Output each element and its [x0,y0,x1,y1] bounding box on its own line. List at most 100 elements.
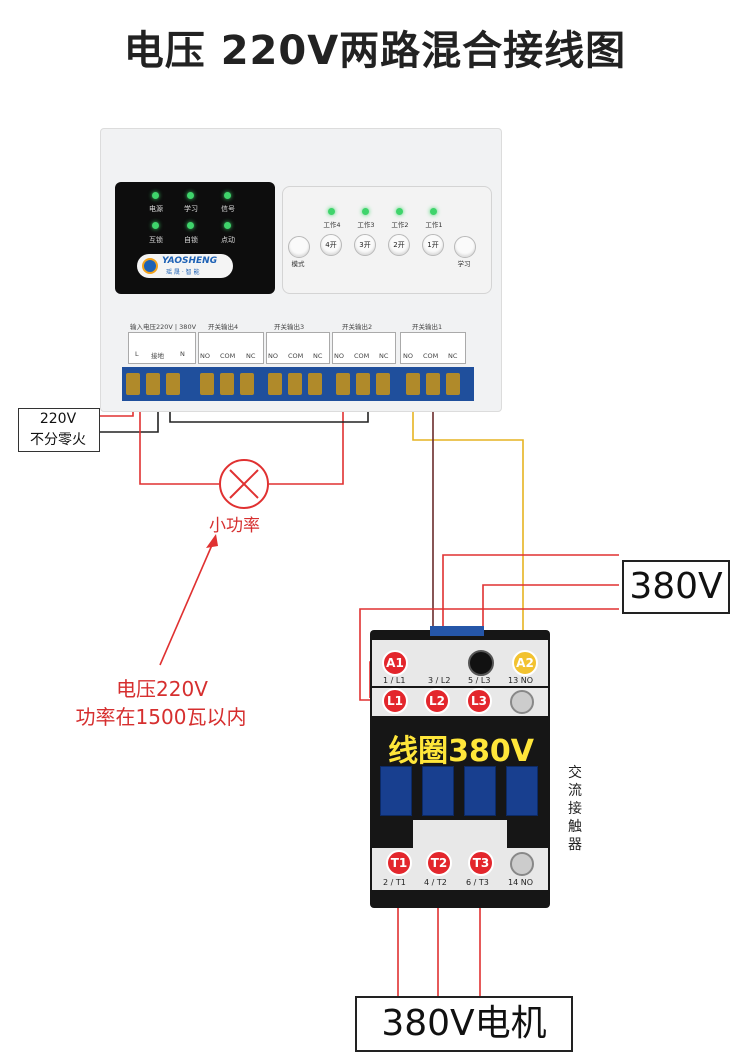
contactor-window [464,766,496,816]
terminal-screw-black [468,650,494,676]
terminal-l: L [135,350,139,358]
terminal-a2: A2 [512,650,538,676]
terminal-screw [146,373,160,395]
supply-note: 不分零火 [30,432,86,448]
terminal-no: NO [403,352,413,360]
terminal-l3: L3 [466,688,492,714]
switch-4-button[interactable]: 4开 [320,234,342,256]
terminal-no: NO [334,352,344,360]
brand-name: YAOSHENG [162,256,218,266]
terminal-com: COM [288,352,304,360]
supply-voltage: 220V [39,411,77,427]
terminal-screw-14no [510,852,534,876]
led-power [152,192,159,199]
note-voltage: 电压220V [116,677,208,701]
terminal-label: 6 / T3 [466,878,489,887]
led-label: 自锁 [184,236,198,244]
contactor-window [506,766,538,816]
terminal-screw [308,373,322,395]
supply-380-label: 380V [622,560,730,614]
led-work4 [328,208,335,215]
learn-button-label: 学习 [457,260,471,268]
terminal-nc: NC [379,352,389,360]
terminal-group-label: 开关输出2 [342,323,373,331]
terminal-l2: L2 [424,688,450,714]
terminal-t2: T2 [426,850,452,876]
led-signal [224,192,231,199]
terminal-label: 5 / L3 [468,676,491,685]
terminal-screw [446,373,460,395]
terminal-screw [220,373,234,395]
contactor-window [380,766,412,816]
terminal-screw [268,373,282,395]
led-label: 互锁 [149,236,163,244]
lamp-label: 小功率 [209,516,260,536]
led-selflock [187,222,194,229]
terminal-label: 1 / L1 [383,676,406,685]
led-label: 学习 [184,205,198,213]
terminal-label: 3 / L2 [428,676,451,685]
terminal-n: N [180,350,185,358]
contactor-nameplate [430,626,484,636]
control-wire-yellow [412,398,524,640]
learn-button[interactable] [454,236,476,258]
terminal-label: 13 NO [508,676,534,685]
terminal-screw [240,373,254,395]
terminal-group-label: 输入电压220V | 380V [130,323,197,331]
terminal-screw [166,373,180,395]
terminal-label: 2 / T1 [383,878,406,887]
terminal-t1: T1 [386,850,412,876]
led-inching [224,222,231,229]
terminal-group-label: 开关输出4 [208,323,239,331]
terminal-a1: A1 [382,650,408,676]
led-learn [187,192,194,199]
supply-label-box [18,408,100,452]
input-terminal-box [128,332,196,364]
lamp-wire-right [269,395,344,485]
lamp-wire-left [139,395,219,485]
note-arrow-head [206,534,218,548]
led-label: 电源 [149,205,163,213]
terminal-com: COM [354,352,370,360]
switch-1-button[interactable]: 1开 [422,234,444,256]
terminal-group-label: 开关输出3 [274,323,305,331]
terminal-nc: NC [246,352,256,360]
led-interlock [152,222,159,229]
switch-2-button[interactable]: 2开 [388,234,410,256]
mode-button[interactable] [288,236,310,258]
work-label: 工作3 [357,221,375,229]
terminal-com: COM [220,352,236,360]
led-label: 点动 [221,236,235,244]
terminal-label: 4 / T2 [424,878,447,887]
terminal-screw [200,373,214,395]
terminal-screw [288,373,302,395]
terminal-screw-13no [510,690,534,714]
work-label: 工作4 [323,221,341,229]
motor-label: 380V电机 [355,996,573,1052]
coil-label: 线圈380V [388,734,534,769]
led-work3 [362,208,369,215]
terminal-screw [336,373,350,395]
led-label: 信号 [221,205,235,213]
brand-sub: 瑶 晟 · 智 能 [166,269,200,276]
contactor-front-plate [413,820,507,850]
output1-terminal-box [400,332,466,364]
terminal-nc: NC [448,352,458,360]
brand-logo-icon [142,258,158,274]
lamp-icon [219,459,269,509]
contactor-window [422,766,454,816]
terminal-no: NO [268,352,278,360]
terminal-nc: NC [313,352,323,360]
work-label: 工作1 [425,221,443,229]
terminal-screw [356,373,370,395]
mode-button-label: 模式 [291,260,305,268]
terminal-group-label: 开关输出1 [412,323,443,331]
terminal-ground: 接地 [151,352,164,360]
work-label: 工作2 [391,221,409,229]
terminal-t3: T3 [468,850,494,876]
note-power: 功率在1500瓦以内 [75,705,247,729]
switch-3-button[interactable]: 3开 [354,234,376,256]
contactor-side-label: 交流接触器 [568,765,582,853]
terminal-no: NO [200,352,210,360]
page-title: 电压 220V两路混合接线图 [123,28,627,74]
